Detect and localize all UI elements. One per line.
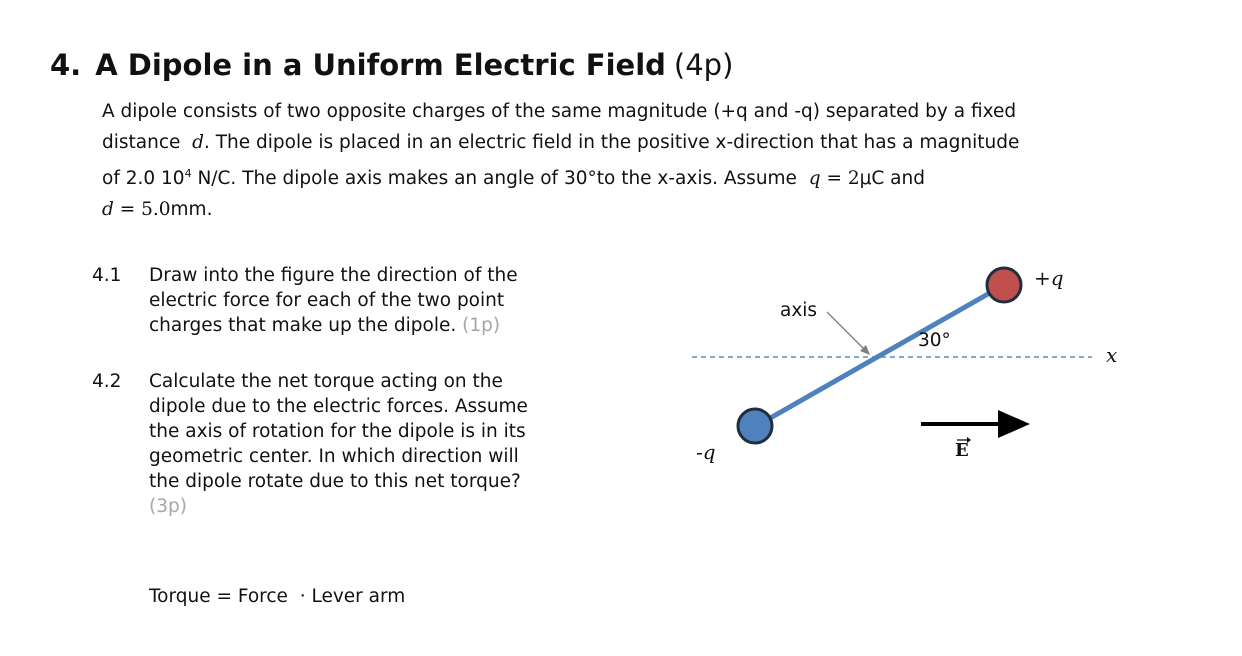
q-value: = 2 xyxy=(820,168,860,190)
question-line: Draw into the figure the direction of th… xyxy=(149,265,518,286)
negative-charge xyxy=(736,407,774,445)
section-title: A Dipole in a Uniform Electric Field xyxy=(95,48,666,82)
angle-label: 30° xyxy=(918,330,951,351)
problem-statement: A dipole consists of two opposite charge… xyxy=(102,96,1192,225)
axis-pointer-arrowhead xyxy=(860,345,870,355)
intro-line-4: d = 5.0mm. xyxy=(102,194,1192,225)
torque-formula: Torque = Force · Lever arm xyxy=(149,586,405,607)
d-value: = 5.0 xyxy=(113,199,171,221)
intro-line-3: of 2.0 104 N/C. The dipole axis makes an… xyxy=(102,158,1192,194)
section-number: 4. xyxy=(50,48,82,82)
field-label: E xyxy=(955,440,969,461)
d-unit: mm xyxy=(170,199,207,221)
question-points: (3p) xyxy=(149,496,187,517)
question-line: Calculate the net torque acting on the xyxy=(149,371,503,392)
axis-label: axis xyxy=(780,300,818,321)
q-unit: μC and xyxy=(859,168,925,190)
section-heading: 4. A Dipole in a Uniform Electric Field(4… xyxy=(50,48,733,82)
period: . xyxy=(206,199,213,221)
var-d: d xyxy=(192,132,204,153)
positive-charge xyxy=(985,266,1023,304)
intro-magnitude-text: of 2.0 10 xyxy=(102,168,185,190)
intro-line-2: distance d. The dipole is placed in an e… xyxy=(102,127,1192,158)
question-points: (1p) xyxy=(462,315,501,336)
formula-left: Torque = Force xyxy=(149,586,288,607)
question-line: the axis of rotation for the dipole is i… xyxy=(149,421,526,442)
minus-q-label: -q xyxy=(696,440,716,464)
axis-pointer-line xyxy=(826,311,867,352)
plus-q-label: +q xyxy=(1034,266,1064,290)
question-text: Draw into the figure the direction of th… xyxy=(149,263,518,338)
x-label: x xyxy=(1106,343,1118,367)
exponent: 4 xyxy=(184,167,192,180)
section-points: (4p) xyxy=(673,48,734,82)
intro-field-text: . The dipole is placed in an electric fi… xyxy=(204,132,1020,153)
question-line: electric force for each of the two point xyxy=(149,290,505,311)
field-arrowhead xyxy=(998,410,1030,438)
var-q: q xyxy=(808,168,821,190)
vector-arrowhead-icon xyxy=(967,437,971,443)
question-line: the dipole rotate due to this net torque… xyxy=(149,471,521,492)
question-text: Calculate the net torque acting on the d… xyxy=(149,369,528,519)
formula-right: Lever arm xyxy=(311,586,406,607)
intro-angle-text: N/C. The dipole axis makes an angle of 3… xyxy=(191,168,797,190)
var-d-2: d xyxy=(102,199,114,221)
question-number: 4.2 xyxy=(92,371,122,392)
question-line: charges that make up the dipole. xyxy=(149,315,457,336)
intro-distance-text: distance xyxy=(102,132,181,153)
question-line: geometric center. In which direction wil… xyxy=(149,446,519,467)
intro-line-1: A dipole consists of two opposite charge… xyxy=(102,101,1017,122)
question-line: dipole due to the electric forces. Assum… xyxy=(149,396,528,417)
question-number: 4.1 xyxy=(92,265,122,286)
formula-dot: · xyxy=(299,586,306,607)
dipole-rod xyxy=(756,283,1004,428)
